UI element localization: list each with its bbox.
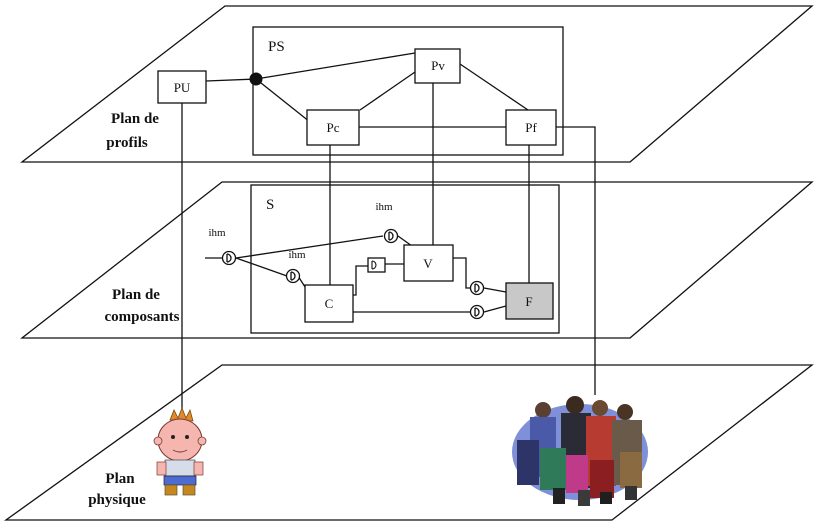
- plane-physical-label-1: Plan: [105, 471, 135, 487]
- f-plug-lower: [469, 304, 485, 320]
- node-pu: [157, 70, 207, 104]
- profile-connectors: [181, 52, 596, 418]
- node-pc: [306, 109, 360, 146]
- plane-components-label-2: composants: [104, 309, 179, 325]
- component-wiring: [205, 235, 507, 313]
- node-v-label: V: [423, 256, 433, 271]
- v-connector-icon: [371, 260, 377, 270]
- plane-profiles-label-2: profils: [106, 135, 148, 151]
- user-group-figure: [512, 396, 648, 506]
- node-pv-label: Pv: [431, 58, 445, 73]
- node-pv: [414, 48, 461, 84]
- single-user-figure: [153, 406, 207, 496]
- ihm-plug-mid: [285, 268, 301, 284]
- ihm-mid-label: ihm: [288, 249, 306, 261]
- node-pf-label: Pf: [525, 120, 537, 135]
- f-plug-upper: [469, 280, 485, 296]
- node-f-label: F: [525, 294, 532, 309]
- junction-dot: [249, 72, 263, 86]
- node-c-label: C: [325, 296, 334, 311]
- node-v: [403, 244, 454, 282]
- node-pu-label: PU: [174, 80, 191, 95]
- plane-profiles-label-1: Plan de: [111, 111, 159, 127]
- ps-title: PS: [268, 39, 285, 55]
- node-f: [505, 282, 554, 320]
- ihm-top-label: ihm: [375, 201, 393, 213]
- node-c: [304, 284, 354, 323]
- plane-components-label-1: Plan de: [112, 287, 160, 303]
- ihm-plug-outer: [221, 250, 237, 266]
- ihm-plug-top: [383, 228, 399, 244]
- ihm-outer-label: ihm: [208, 227, 226, 239]
- s-frame: [250, 184, 560, 334]
- node-pf: [505, 109, 557, 146]
- node-pc-label: Pc: [327, 120, 340, 135]
- plane-physical-label-2: physique: [88, 492, 146, 508]
- s-title: S: [266, 197, 274, 213]
